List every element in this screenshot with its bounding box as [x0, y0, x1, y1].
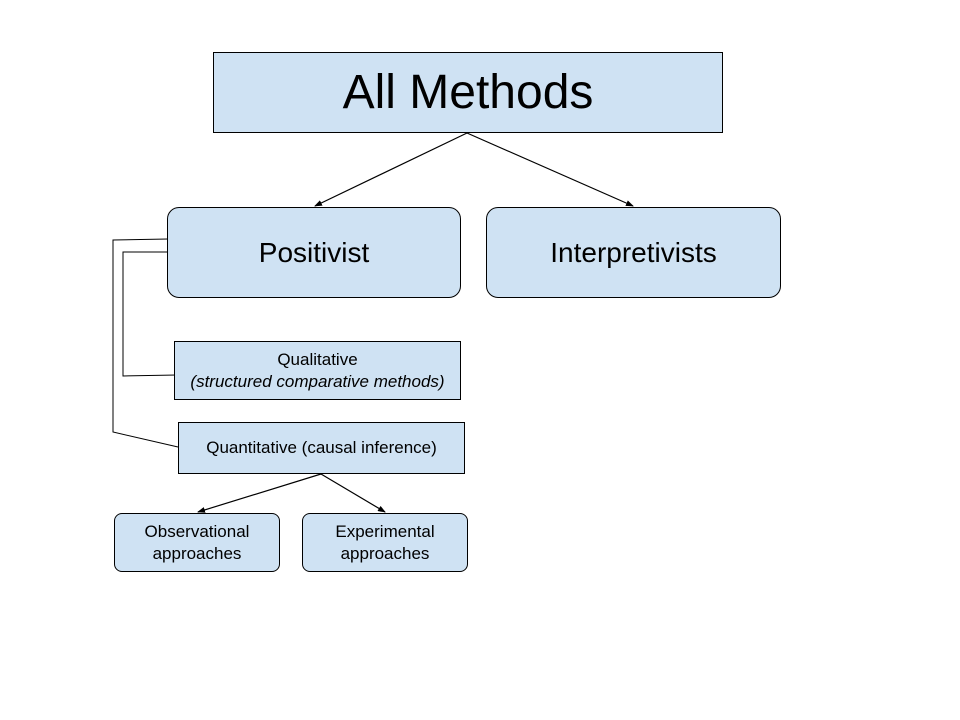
node-all-methods-label: All Methods — [342, 66, 594, 119]
node-qualitative-sublabel: (structured comparative methods) — [190, 371, 445, 391]
arrow-all-to-positivist — [314, 132, 468, 207]
node-quantitative: Quantitative (causal inference) — [178, 422, 465, 474]
connector-positivist-to-qualitative — [122, 251, 178, 377]
node-all-methods: All Methods — [213, 52, 723, 133]
node-positivist: Positivist — [167, 207, 461, 298]
node-qualitative: Qualitative (structured comparative meth… — [174, 341, 461, 400]
node-observational-line2: approaches — [152, 543, 242, 563]
node-interpretivists-label: Interpretivists — [550, 236, 717, 268]
node-observational: Observational approaches — [114, 513, 280, 572]
arrow-all-to-interpretivists — [466, 132, 634, 207]
node-positivist-label: Positivist — [258, 236, 370, 268]
arrow-quantitative-to-experimental — [320, 473, 386, 513]
node-qualitative-label: Qualitative — [277, 349, 358, 369]
arrow-quantitative-to-observational — [197, 473, 322, 513]
node-experimental-line1: Experimental — [335, 521, 435, 541]
node-quantitative-label: Quantitative (causal inference) — [206, 438, 437, 457]
node-interpretivists: Interpretivists — [486, 207, 781, 298]
connector-positivist-to-quantitative — [112, 238, 179, 448]
node-observational-line1: Observational — [144, 521, 250, 541]
node-experimental: Experimental approaches — [302, 513, 468, 572]
node-experimental-line2: approaches — [340, 543, 430, 563]
